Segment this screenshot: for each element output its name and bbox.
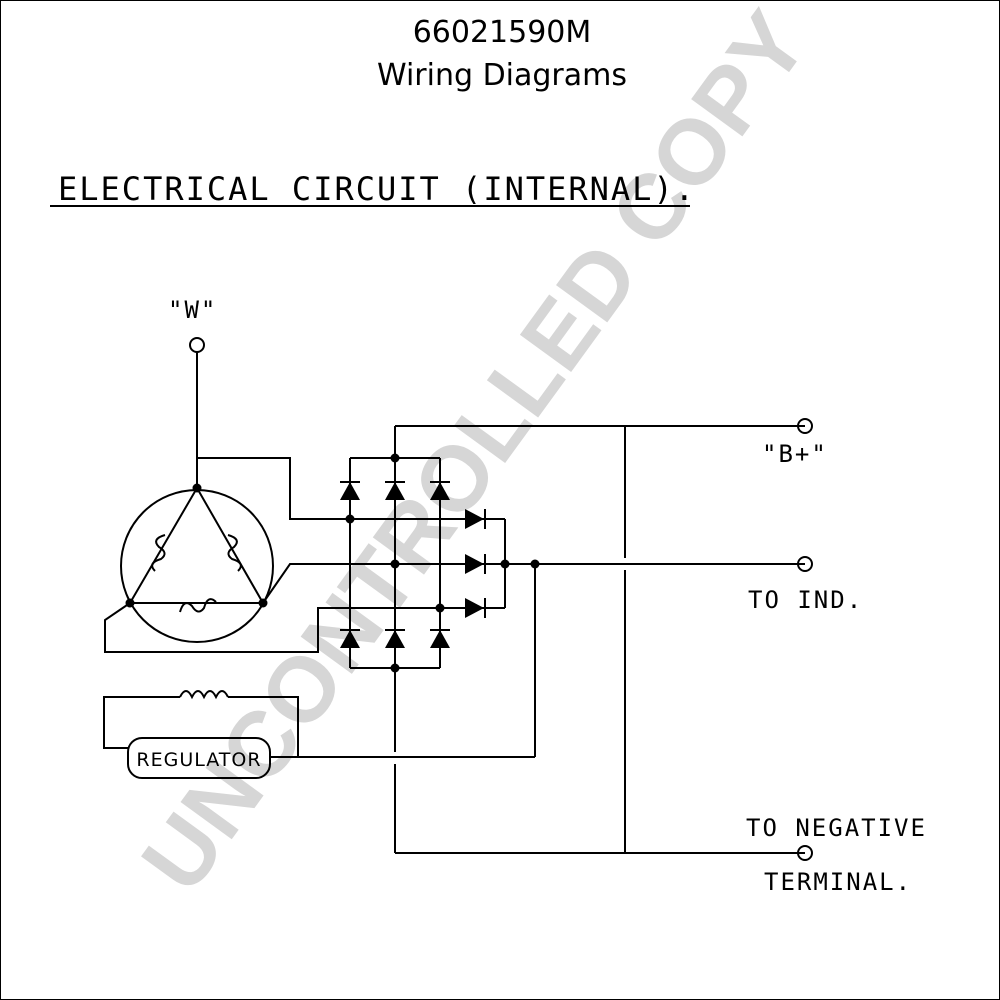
terminal-negative xyxy=(797,845,813,861)
terminal-ind xyxy=(797,556,813,572)
junction-dots xyxy=(345,453,540,673)
terminal-b-plus-label: "B+" xyxy=(762,440,828,468)
section-heading: ELECTRICAL CIRCUIT (INTERNAL). xyxy=(58,170,696,208)
watermark: UNCONTROLLED COPY xyxy=(123,0,827,910)
regulator-label: REGULATOR xyxy=(136,749,261,771)
terminal-ind-label: TO IND. xyxy=(748,586,863,614)
lower-diodes xyxy=(340,629,450,648)
part-number: 66021590M xyxy=(413,15,592,50)
field-coil-icon xyxy=(179,690,229,700)
terminal-negative-label-1: TO NEGATIVE xyxy=(746,814,927,842)
terminal-w-label: "W" xyxy=(168,296,217,324)
phase-wire-1 xyxy=(197,457,505,520)
upper-diodes xyxy=(340,481,450,500)
exciter-diodes xyxy=(465,509,486,618)
terminal-w xyxy=(189,337,205,353)
phase-wire-2 xyxy=(262,563,505,604)
stator xyxy=(120,483,274,643)
terminal-b-plus xyxy=(797,418,813,434)
terminal-negative-label-2: TERMINAL. xyxy=(764,868,912,896)
page-title: Wiring Diagrams xyxy=(377,58,627,93)
